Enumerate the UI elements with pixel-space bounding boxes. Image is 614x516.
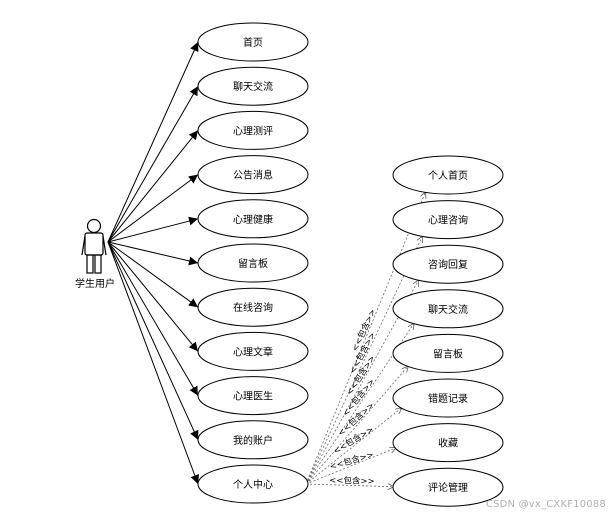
use-case-ellipse bbox=[197, 376, 309, 416]
use-case-ellipse bbox=[197, 155, 309, 195]
use-case-ellipse bbox=[197, 22, 309, 62]
association-arrow bbox=[107, 130, 199, 243]
include-arrow bbox=[305, 408, 402, 485]
include-arrow bbox=[305, 484, 394, 487]
sub-use-case-label: 错题记录 bbox=[428, 392, 468, 405]
sub-use-case-label: 留言板 bbox=[433, 347, 463, 360]
use-case-ellipse bbox=[197, 287, 309, 327]
sub-use-case-ellipse bbox=[392, 200, 504, 240]
association-arrow bbox=[107, 85, 199, 243]
use-case-label: 心理医生 bbox=[233, 390, 273, 403]
association-arrow bbox=[107, 174, 199, 243]
sub-use-case-ellipse bbox=[392, 467, 504, 507]
association-arrow bbox=[107, 241, 199, 396]
association-arrow bbox=[107, 41, 199, 243]
association-arrow bbox=[107, 241, 199, 441]
association-arrow bbox=[107, 241, 199, 266]
use-case-ellipse bbox=[197, 199, 309, 239]
sub-use-case-ellipse bbox=[392, 333, 504, 373]
sub-use-case-label: 心理咨询 bbox=[428, 214, 468, 227]
association-arrow bbox=[107, 241, 199, 352]
use-case-ellipse bbox=[197, 243, 309, 283]
sub-use-case-ellipse bbox=[392, 378, 504, 418]
use-case-label: 我的账户 bbox=[233, 434, 273, 447]
sub-use-case-ellipse bbox=[392, 155, 504, 195]
use-case-label: 留言板 bbox=[238, 257, 268, 270]
use-case-label: 心理测评 bbox=[233, 124, 273, 137]
actor-figure bbox=[81, 218, 107, 274]
use-case-ellipse bbox=[197, 66, 309, 106]
use-case-label: 心理文章 bbox=[233, 345, 273, 358]
sub-use-case-label: 个人首页 bbox=[428, 169, 468, 182]
actor-label: 学生用户 bbox=[75, 277, 115, 290]
use-case-ellipse bbox=[197, 420, 309, 460]
watermark-text: CSDN @vx_CXKF10088 bbox=[485, 499, 606, 510]
sub-use-case-label: 咨询回复 bbox=[428, 258, 468, 271]
use-case-label: 聊天交流 bbox=[233, 80, 273, 93]
include-arrow bbox=[305, 236, 422, 485]
use-case-ellipse bbox=[197, 331, 309, 371]
sub-use-case-label: 聊天交流 bbox=[428, 303, 468, 316]
association-arrow bbox=[107, 241, 200, 485]
include-label: <<包含>> bbox=[329, 475, 375, 487]
use-case-label: 公告消息 bbox=[233, 169, 273, 182]
sub-use-case-ellipse bbox=[392, 289, 504, 329]
include-arrow bbox=[305, 192, 425, 485]
use-case-label: 个人中心 bbox=[233, 478, 273, 491]
association-arrow bbox=[107, 241, 199, 308]
use-case-label: 心理健康 bbox=[233, 213, 273, 226]
use-case-label: 首页 bbox=[243, 36, 263, 49]
association-arrow bbox=[107, 216, 199, 243]
sub-use-case-label: 收藏 bbox=[438, 437, 458, 450]
sub-use-case-ellipse bbox=[392, 244, 504, 284]
use-case-label: 在线咨询 bbox=[233, 301, 273, 314]
use-case-ellipse bbox=[197, 464, 309, 504]
sub-use-case-ellipse bbox=[392, 423, 504, 463]
include-arrow bbox=[305, 448, 396, 485]
sub-use-case-label: 评论管理 bbox=[428, 481, 468, 494]
use-case-ellipse bbox=[197, 110, 309, 150]
include-arrow bbox=[305, 280, 419, 485]
